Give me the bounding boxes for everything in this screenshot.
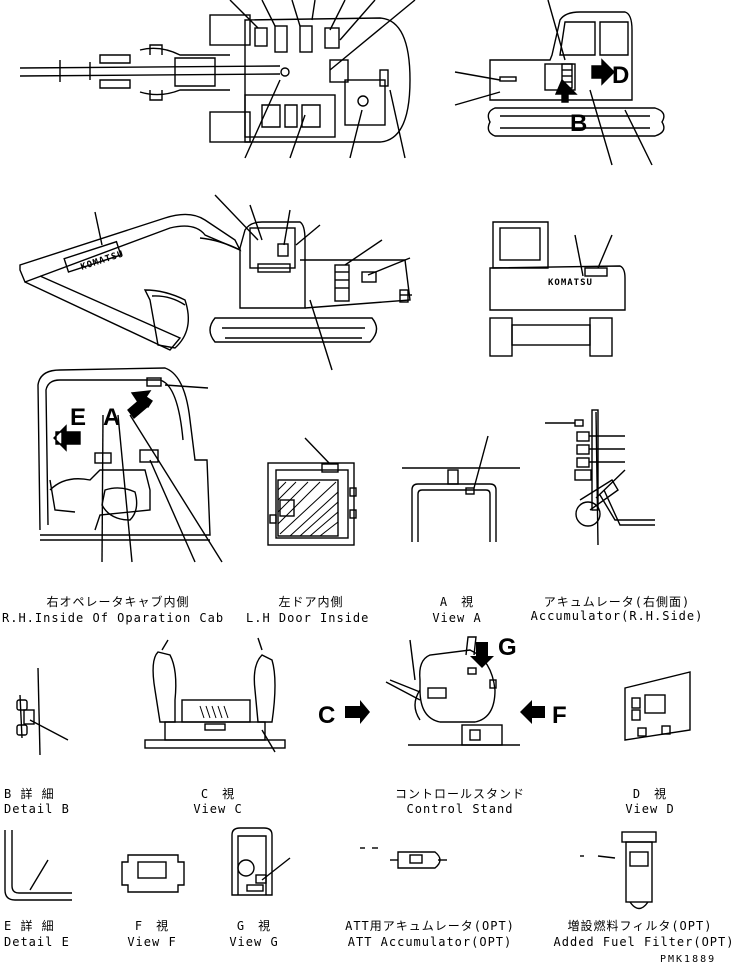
excavator-rear-view — [489, 221, 626, 357]
view-g-caption-jp: G 視 — [236, 919, 272, 933]
rh-cab-caption-jp: 右オペレータキャブ内側 — [46, 595, 190, 609]
rear-brand-logo: KOMATSU — [548, 278, 593, 288]
arrow-c-icon — [345, 700, 370, 724]
arrow-g-icon — [470, 642, 494, 668]
letter-f: F — [552, 702, 567, 729]
detail-b-drawing — [16, 667, 69, 756]
accumulator-caption-en: Accumulator(R.H.Side) — [530, 609, 704, 623]
detail-e-caption-jp: E 詳 細 — [4, 919, 55, 933]
detail-b-caption-en: Detail B — [4, 802, 70, 816]
view-a-caption-en: View A — [432, 611, 482, 625]
detail-b-caption-jp: B 詳 細 — [4, 787, 55, 801]
accumulator-caption-jp: アキュムレータ(右側面) — [543, 595, 691, 609]
direction-arrows — [345, 642, 545, 724]
letter-a: A — [103, 404, 121, 431]
att-accumulator-caption-en: ATT Accumulator(OPT) — [347, 935, 513, 949]
view-d-drawing — [624, 671, 691, 741]
letter-c: C — [318, 702, 336, 729]
letter-g: G — [498, 634, 517, 661]
att-accumulator-caption-jp: ATT用アキュムレータ(OPT) — [345, 919, 515, 933]
excavator-side-view — [19, 194, 412, 371]
letter-d: D — [612, 62, 630, 89]
control-stand-caption-jp: コントロールスタンド — [394, 787, 526, 801]
excavator-side-rear-view — [454, 0, 665, 166]
fuel-filter-caption-en: Added Fuel Filter(OPT) — [553, 935, 735, 949]
view-g-caption-en: View G — [229, 935, 279, 949]
cab-interior-view — [37, 367, 223, 563]
view-d-caption-en: View D — [625, 802, 675, 816]
door-inside-view — [267, 437, 357, 546]
lh-door-caption-en: L.H Door Inside — [246, 611, 370, 625]
arrow-f-icon — [520, 700, 545, 724]
view-c-caption-jp: C 視 — [200, 787, 236, 801]
drawing-code: PMK1889 — [660, 954, 717, 965]
accumulator-view — [545, 409, 655, 546]
view-d-caption-jp: D 視 — [632, 787, 668, 801]
view-f-caption-jp: F 視 — [134, 919, 170, 933]
letter-e: E — [70, 404, 87, 431]
lh-door-caption-jp: 左ドア内側 — [278, 595, 344, 609]
view-f-caption-en: View F — [127, 935, 177, 949]
fuel-filter-caption-jp: 増設燃料フィルタ(OPT) — [567, 919, 713, 933]
view-f-drawing — [121, 854, 185, 893]
att-accumulator-drawing — [360, 847, 447, 869]
control-stand-drawing — [385, 636, 520, 746]
view-g-drawing — [231, 827, 291, 896]
view-c-caption-en: View C — [193, 802, 243, 816]
detail-e-drawing — [4, 830, 72, 901]
view-a-drawing — [402, 435, 520, 542]
fuel-filter-drawing — [580, 831, 657, 910]
detail-e-caption-en: Detail E — [4, 935, 70, 949]
letter-b: B — [570, 110, 588, 137]
control-stand-caption-en: Control Stand — [406, 802, 514, 816]
view-c-drawing — [144, 637, 286, 753]
view-a-caption-jp: A 視 — [439, 595, 475, 609]
rh-cab-caption-en: R.H.Inside Of Oparation Cab — [2, 611, 225, 625]
excavator-top-view — [19, 0, 416, 159]
